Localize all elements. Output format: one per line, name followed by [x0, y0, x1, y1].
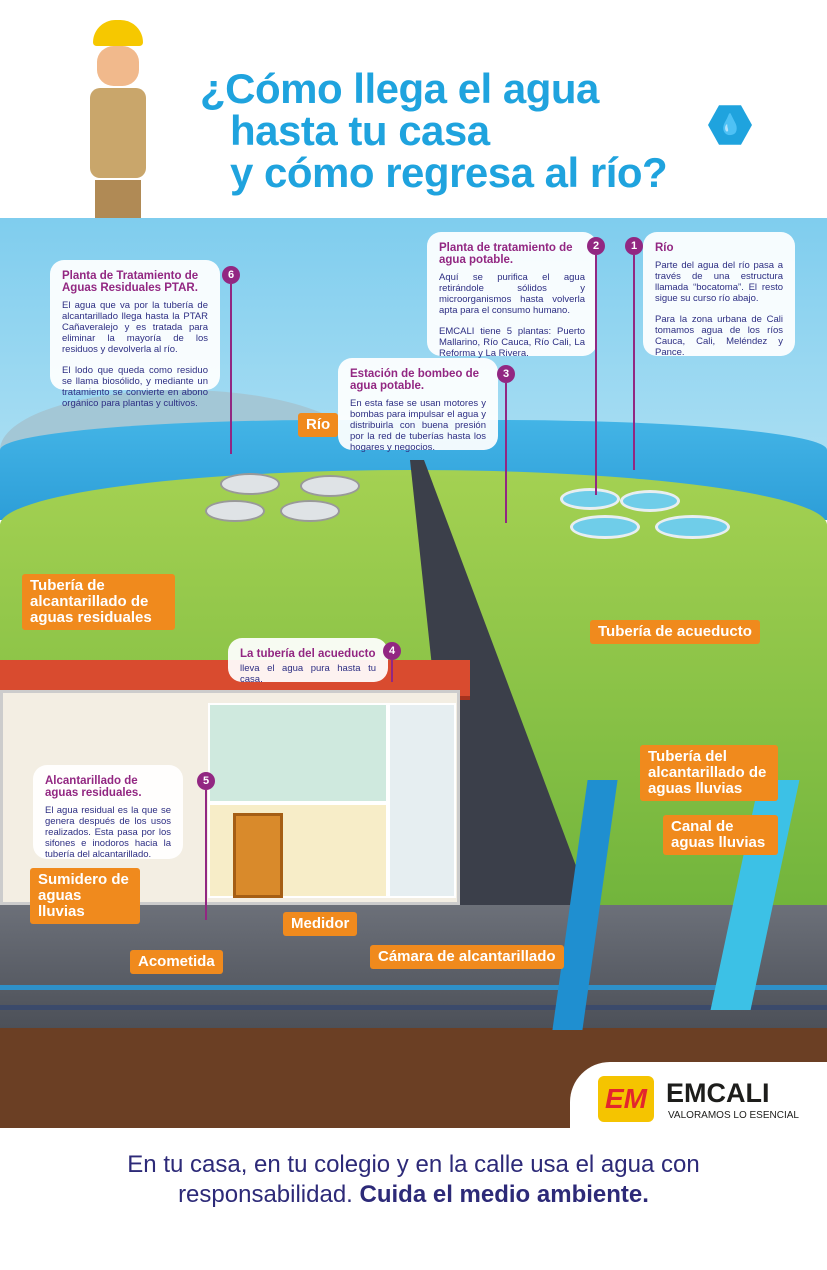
- footer-message: En tu casa, en tu colegio y en la calle …: [127, 1151, 700, 1208]
- step-6-line: [230, 284, 232, 454]
- emcali-logo: EM EMCALI VALORAMOS LO ESENCIAL: [570, 1062, 827, 1140]
- label-tuberia-acueducto: Tubería de acueducto: [590, 620, 760, 644]
- emcali-emblem-icon: EM: [598, 1076, 654, 1122]
- label-camara: Cámara de alcantarillado: [370, 945, 564, 969]
- label-sumidero: Sumidero de aguas lluvias: [30, 868, 140, 924]
- label-rio: Río: [298, 413, 339, 437]
- potable-water-plant: [540, 480, 740, 560]
- step-6-ptar-box: Planta de Tratamiento de Aguas Residuale…: [50, 260, 220, 409]
- step-1-marker: 1: [625, 237, 643, 255]
- step-6-marker: 6: [222, 266, 240, 284]
- label-canal: Canal de aguas lluvias: [663, 815, 778, 855]
- step-2-marker: 2: [587, 237, 605, 255]
- step-4-aqueduct-box: La tubería del acueducto lleva el agua p…: [228, 638, 388, 685]
- step-5-line: [205, 790, 207, 920]
- sewer-pipe: [0, 1005, 827, 1010]
- step-3-line: [505, 383, 507, 523]
- water-pipe: [0, 985, 827, 990]
- label-tuberia-alcantarillado: Tubería de alcantarillado de aguas resid…: [22, 574, 175, 630]
- step-1-line: [633, 255, 635, 470]
- step-4-marker: 4: [383, 642, 401, 660]
- step-3-pumping-box: Estación de bombeo de agua potable. En e…: [338, 358, 498, 453]
- front-door: [233, 813, 283, 898]
- page-title: ¿Cómo llega el agua hasta tu casa y cómo…: [200, 65, 668, 196]
- label-acometida: Acometida: [130, 950, 223, 974]
- step-3-marker: 3: [497, 365, 515, 383]
- treatment-plant-ptar: [120, 455, 370, 525]
- step-5-sewer-box: Alcantarillado de aguas residuales. El a…: [33, 765, 183, 860]
- label-tuberia-lluvias: Tubería del alcantarillado de aguas lluv…: [640, 745, 778, 801]
- step-5-marker: 5: [197, 772, 215, 790]
- step-2-potable-plant-box: Planta de tratamiento de agua potable. A…: [427, 232, 597, 359]
- step-2-line: [595, 255, 597, 495]
- house: [0, 690, 460, 905]
- step-4-line: [391, 660, 393, 682]
- label-medidor: Medidor: [283, 912, 358, 936]
- step-1-river-box: Río Parte del agua del río pasa a través…: [643, 232, 795, 358]
